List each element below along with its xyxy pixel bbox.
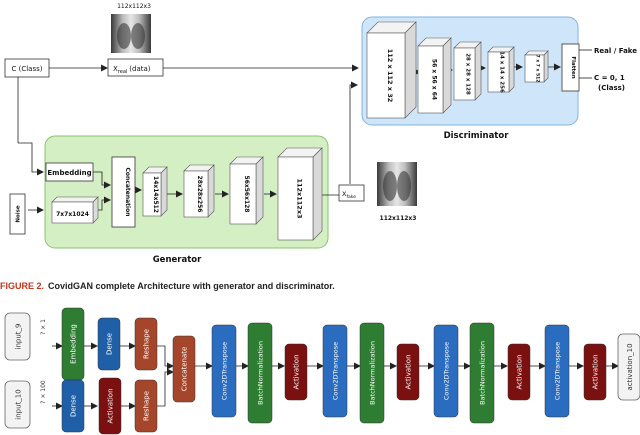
dense-layer-2: Dense (61, 379, 85, 433)
figure-caption: FIGURE 2.CovidGAN complete Architecture … (0, 281, 640, 295)
dense-layer-2-label: Dense (69, 395, 77, 417)
batchnorm-layer-2-label: BatchNormalization (368, 341, 376, 405)
input-10-label: input_10 (15, 389, 23, 419)
embedding-label: Embedding (47, 169, 91, 177)
discriminator-layer-2-label: 56 x 56 x 64 (431, 59, 438, 100)
output-class-line2: (Class) (598, 84, 625, 92)
activation-layer-3: Activation (396, 343, 420, 401)
discriminator-layer-1: 112 x 112 x 32 (366, 21, 417, 119)
conv2dtranspose-layer-4: Conv2DTranspose (544, 324, 570, 418)
activation-layer-4-label: Activation (515, 354, 523, 389)
generator-layer-4: 112x112x3 (277, 147, 323, 241)
generator-layer-1: 14x14x512 (142, 166, 168, 217)
conv2dtranspose-layer-2-label: Conv2DTranspose (331, 342, 339, 400)
output-node-label: activation_10 (626, 343, 634, 390)
activation-layer-2: Activation (284, 343, 308, 401)
discriminator-layer-5: 7 x 7 x 512 (524, 50, 549, 83)
figure-caption-text: CovidGAN complete Architecture with gene… (48, 281, 335, 291)
discriminator-layer-2: 56 x 56 x 64 (417, 37, 452, 114)
x-fake-box (338, 184, 365, 202)
dense-layer-1: Dense (97, 317, 121, 371)
embedding-layer-label: Embedding (69, 324, 77, 364)
embedding-box (45, 162, 94, 182)
discriminator-layer-3-label: 28 x 28 x 128 (465, 53, 471, 95)
concatenate-layer: Concatenate (172, 335, 196, 403)
input-10-node (4, 380, 31, 429)
input-9-label: input_9 (15, 324, 23, 350)
discriminator-layer-5-label: 7 x 7 x 512 (535, 55, 541, 83)
shape-10-label: ? × 100 (40, 380, 47, 404)
generator-layer-4-label: 112x112x3 (296, 178, 304, 218)
shape-9-label: ? × 1 (40, 319, 47, 335)
input-9-node (4, 312, 31, 361)
discriminator-layer-4-label: 14 x 14 x 256 (499, 51, 505, 93)
activation-layer-1: Activation (98, 377, 122, 435)
fake-image-size: 112x112x3 (380, 215, 417, 222)
batchnorm-layer-3-label: BatchNormalization (478, 341, 486, 405)
reshape-layer-1-label: Reshape (142, 329, 150, 359)
discriminator-layer-1-label: 112 x 112 x 32 (386, 49, 394, 103)
output-real-fake: Real / Fake (594, 47, 637, 55)
noise-box (9, 193, 26, 235)
conv2dtranspose-layer-4-label: Conv2DTranspose (553, 342, 561, 400)
output-node (617, 333, 640, 401)
conv2dtranspose-layer-3: Conv2DTranspose (433, 324, 459, 418)
activation-layer-1-label: Activation (106, 388, 114, 423)
figure-number: FIGURE 2. (0, 281, 45, 291)
real-xray-image (111, 14, 151, 53)
generator-layer-2: 28x28x256 (183, 164, 215, 218)
reshape-layer-1: Reshape (134, 317, 158, 371)
generator-layer-2-label: 28x28x256 (196, 176, 203, 213)
noise-dense-block (51, 196, 99, 224)
dense-layer-1-label: Dense (105, 333, 113, 355)
x-real-label: Xreal(data) (113, 65, 151, 75)
discriminator-layer-3: 28 x 28 x 128 (453, 41, 482, 101)
activation-layer-5: Activation (583, 343, 607, 401)
flatten-box (561, 43, 580, 92)
discriminator-layer-4: 14 x 14 x 256 (487, 46, 515, 93)
batchnorm-layer-3: BatchNormalization (469, 322, 495, 424)
conv2dtranspose-layer-1-label: Conv2DTranspose (220, 342, 228, 400)
discriminator-label: Discriminator (444, 131, 510, 141)
batchnorm-layer-2: BatchNormalization (359, 322, 385, 424)
flatten-label: Flatten (570, 56, 576, 78)
real-image-size: 112x112x3 (117, 3, 151, 10)
embedding-layer: Embedding (61, 307, 85, 381)
noise-label: Noise (16, 205, 22, 223)
x-real-box (107, 58, 164, 77)
concatenation-box (111, 156, 136, 228)
noise-dense-label: 7x7x1024 (56, 211, 89, 218)
activation-layer-4: Activation (507, 343, 531, 401)
class-input-label: C (Class) (12, 65, 43, 73)
activation-layer-3-label: Activation (404, 354, 412, 389)
x-fake-label: Xfake (342, 190, 356, 200)
reshape-layer-2: Reshape (134, 379, 158, 433)
generator-layer-1-label: 14x14x512 (152, 176, 159, 213)
fake-xray-image (377, 162, 417, 206)
output-class-line1: C = 0, 1 (594, 74, 625, 82)
reshape-layer-2-label: Reshape (142, 391, 150, 421)
activation-layer-2-label: Activation (292, 354, 300, 389)
concatenation-label: Concatenation (124, 168, 131, 217)
conv2dtranspose-layer-2: Conv2DTranspose (322, 324, 348, 418)
generator-label: Generator (153, 255, 202, 265)
conv2dtranspose-layer-3-label: Conv2DTranspose (442, 342, 450, 400)
generator-layer-3: 56x56x128 (229, 156, 264, 225)
generator-layer-3-label: 56x56x128 (243, 176, 250, 213)
batchnorm-layer-1-label: BatchNormalization (256, 341, 264, 405)
concatenate-layer-label: Concatenate (180, 347, 188, 392)
activation-layer-5-label: Activation (591, 354, 599, 389)
batchnorm-layer-1: BatchNormalization (247, 322, 273, 424)
conv2dtranspose-layer-1: Conv2DTranspose (211, 324, 237, 418)
